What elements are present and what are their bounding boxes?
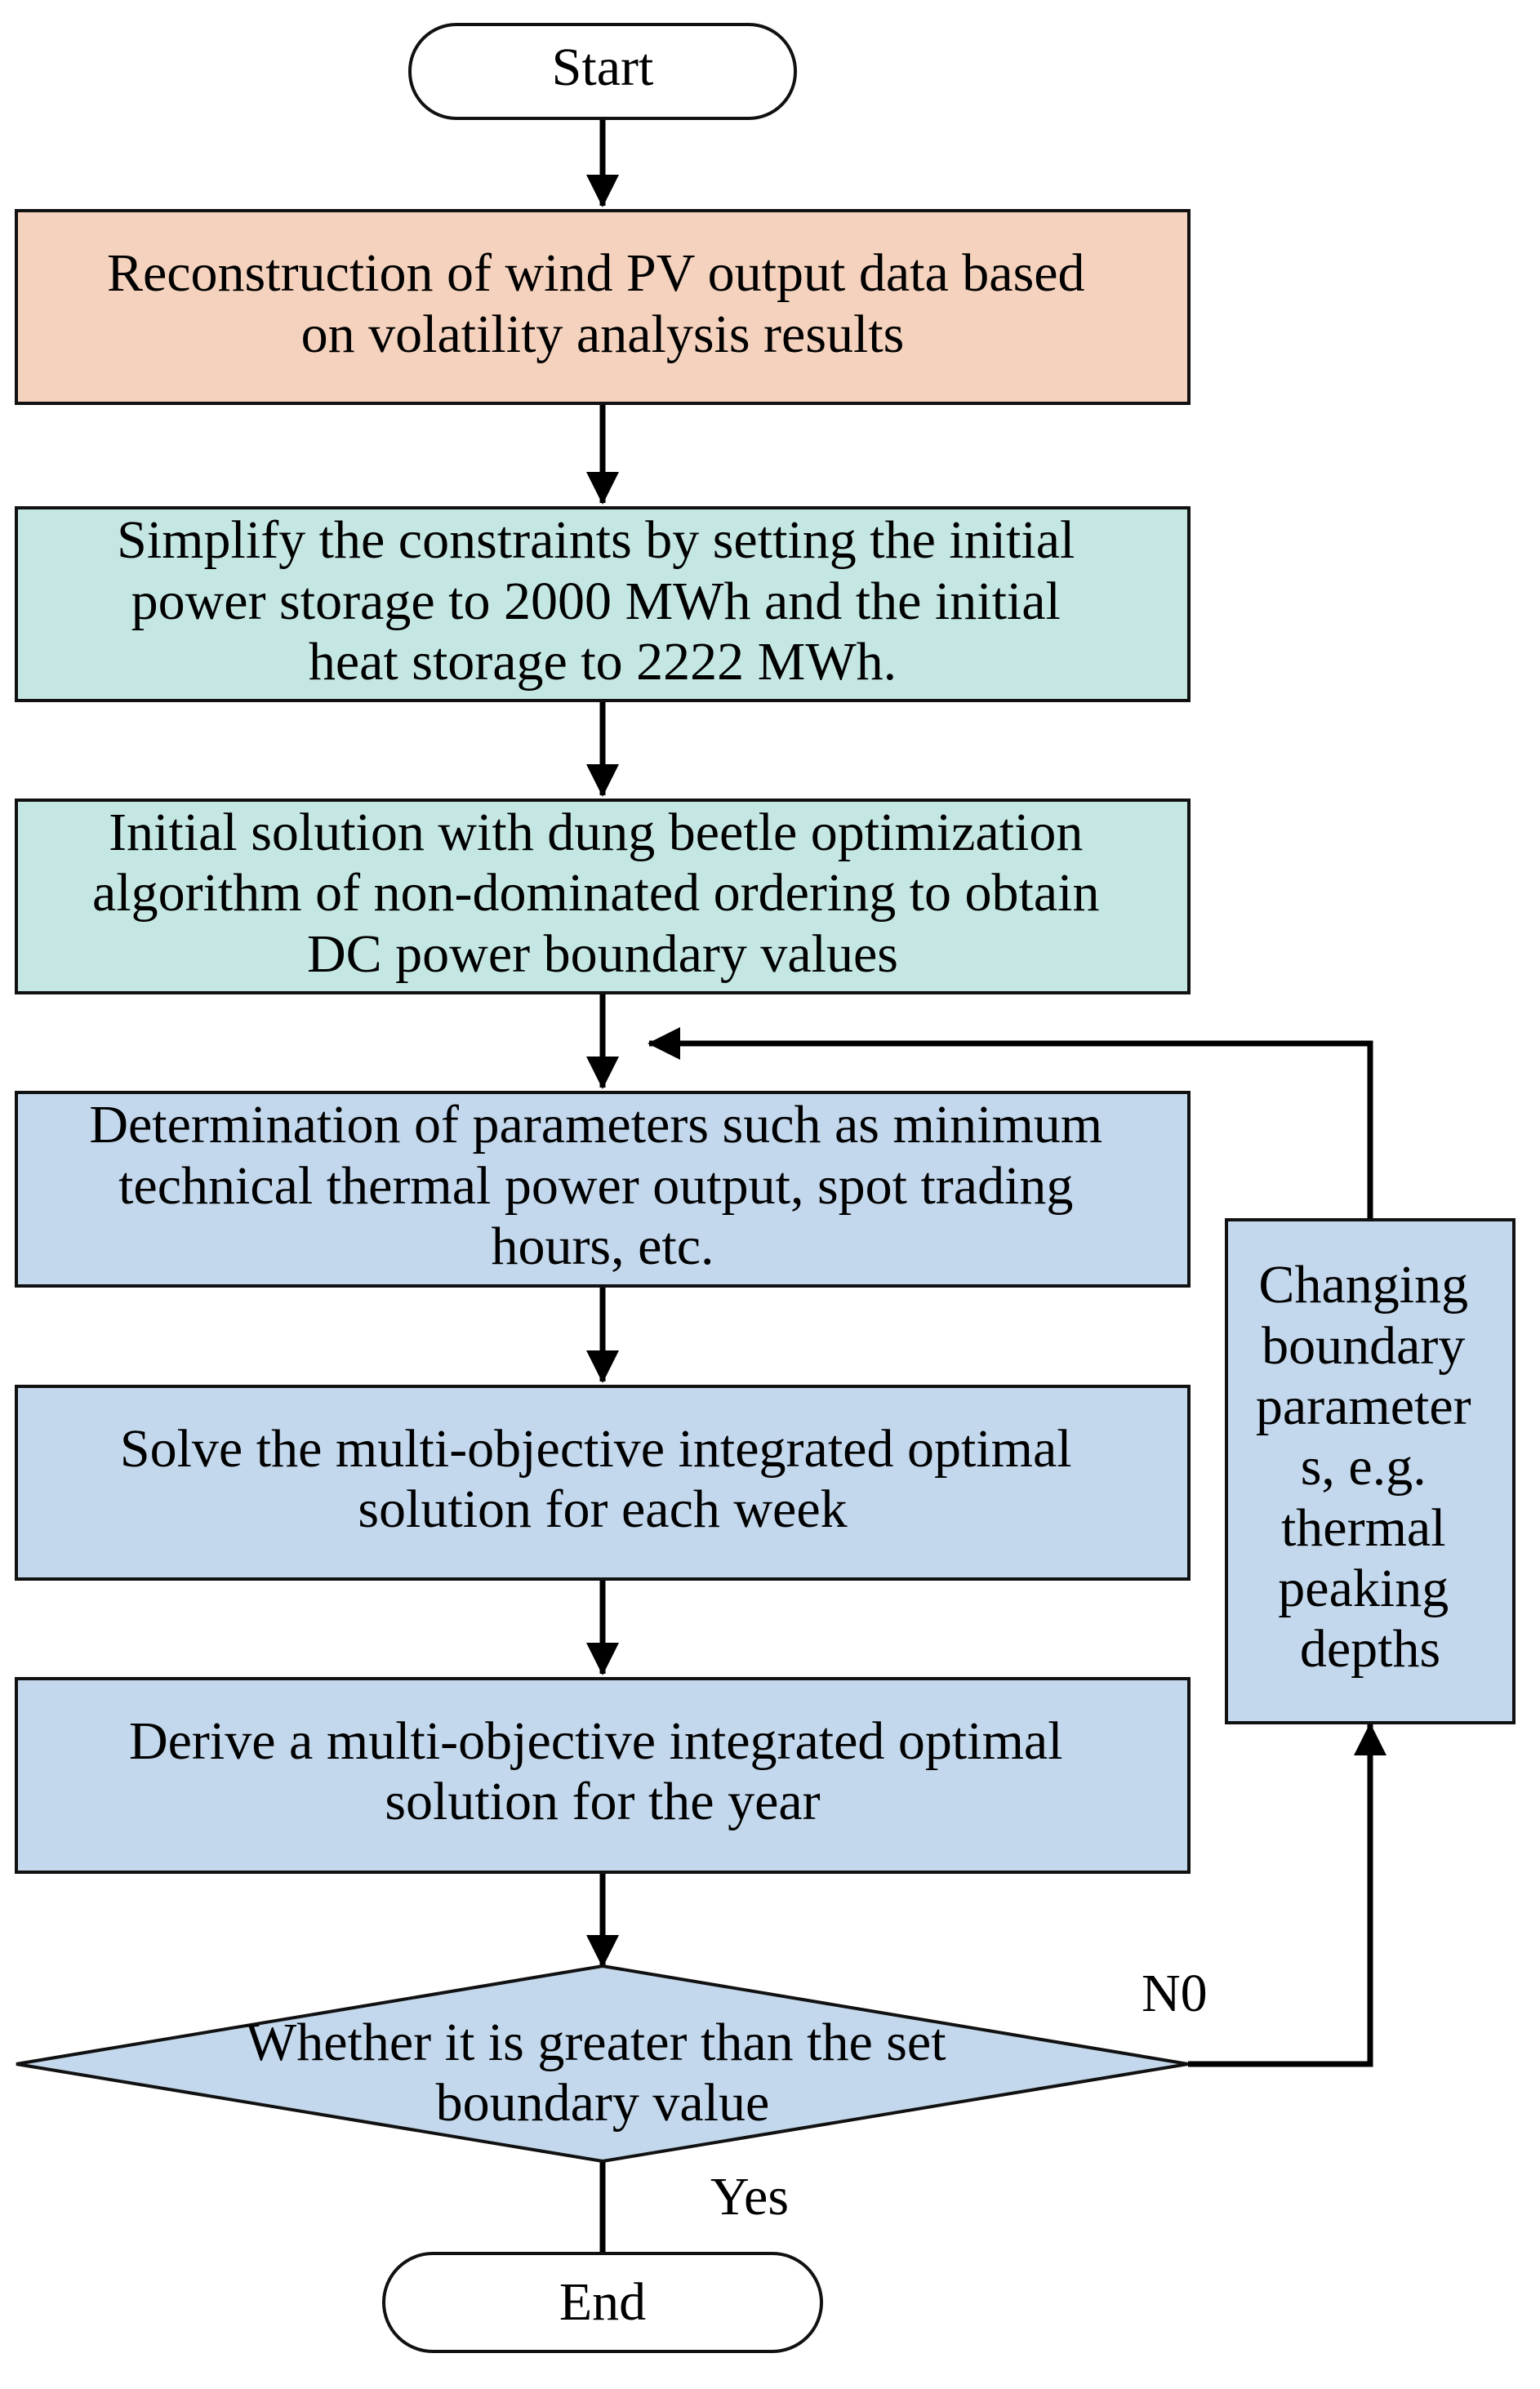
- reconstruct-line-1: Reconstruction of wind PV output data ba…: [107, 243, 1085, 303]
- solve-weekly-box: Solve the multi-objective integrated opt…: [15, 1385, 1191, 1581]
- change-params-line-5: thermal: [1281, 1498, 1446, 1558]
- svg-text:Determination of parameters su: Determination of parameters such as mini…: [89, 1095, 1115, 1276]
- simplify-box: Simplify the constraints by setting the …: [15, 506, 1191, 702]
- svg-text:Whether it is greater than the: Whether it is greater than the set bound…: [246, 2013, 959, 2133]
- solve-weekly-line-2: solution for each week: [358, 1479, 847, 1539]
- svg-text:Solve the multi-objective inte: Solve the multi-objective integrated opt…: [120, 1419, 1085, 1539]
- initial-solution-line-3: DC power boundary values: [307, 924, 898, 984]
- initial-solution-line-1: Initial solution with dung beetle optimi…: [109, 803, 1083, 862]
- change-params-line-3: parameter: [1256, 1377, 1471, 1436]
- simplify-line-2: power storage to 2000 MWh and the initia…: [131, 572, 1061, 631]
- simplify-line-1: Simplify the constraints by setting the …: [117, 510, 1075, 570]
- svg-text:Reconstruction of wind PV outp: Reconstruction of wind PV output data ba…: [107, 243, 1098, 364]
- change-params-line-4: s, e.g.: [1301, 1437, 1427, 1497]
- start-terminal: [408, 23, 797, 120]
- determine-params-line-2: technical thermal power output, spot tra…: [118, 1156, 1073, 1216]
- change-params-line-7: depths: [1300, 1619, 1440, 1679]
- change-params-box: Changing boundary parameter s, e.g. ther…: [1225, 1218, 1516, 1724]
- decision-diamond: Whether it is greater than the set bound…: [16, 1964, 1189, 2164]
- reconstruct-line-2: on volatility analysis results: [301, 305, 905, 364]
- end-terminal: [382, 2252, 823, 2353]
- no-branch-label: N0: [1142, 1964, 1208, 2023]
- change-params-line-6: peaking: [1278, 1559, 1449, 1618]
- yes-branch-label: Yes: [710, 2167, 789, 2227]
- svg-text:Derive a multi-objective integ: Derive a multi-objective integrated opti…: [129, 1711, 1076, 1831]
- change-params-line-2: boundary: [1262, 1316, 1465, 1376]
- edge-change-loop-back: [648, 1027, 1373, 1220]
- initial-solution-box: Initial solution with dung beetle optimi…: [15, 799, 1191, 994]
- reconstruct-box: Reconstruction of wind PV output data ba…: [15, 209, 1191, 405]
- end-label: End: [559, 2272, 646, 2332]
- derive-yearly-box: Derive a multi-objective integrated opti…: [15, 1677, 1191, 1874]
- initial-solution-line-2: algorithm of non-dominated ordering to o…: [92, 863, 1100, 923]
- determine-params-line-3: hours, etc.: [491, 1217, 714, 1276]
- solve-weekly-line-1: Solve the multi-objective integrated opt…: [120, 1419, 1072, 1479]
- determine-params-box: Determination of parameters such as mini…: [15, 1091, 1191, 1288]
- svg-text:Simplify the constraints by se: Simplify the constraints by setting the …: [117, 510, 1088, 692]
- edges: [586, 120, 1386, 2290]
- decision-line-2: boundary value: [436, 2073, 770, 2133]
- svg-text:Changing boundary: Changing boundary parameter s, e.g. ther…: [1256, 1255, 1484, 1679]
- derive-yearly-line-2: solution for the year: [385, 1772, 820, 1831]
- derive-yearly-line-1: Derive a multi-objective integrated opti…: [129, 1711, 1063, 1771]
- edge-decision-no-to-change: [1188, 1723, 1386, 2067]
- simplify-line-3: heat storage to 2222 MWh.: [309, 632, 897, 692]
- change-params-line-1: Changing: [1258, 1255, 1468, 1315]
- svg-text:Initial solution with dung bee: Initial solution with dung beetle optimi…: [92, 803, 1113, 984]
- start-label: Start: [552, 38, 654, 97]
- decision-line-1: Whether it is greater than the set: [246, 2013, 946, 2072]
- determine-params-line-1: Determination of parameters such as mini…: [89, 1095, 1102, 1154]
